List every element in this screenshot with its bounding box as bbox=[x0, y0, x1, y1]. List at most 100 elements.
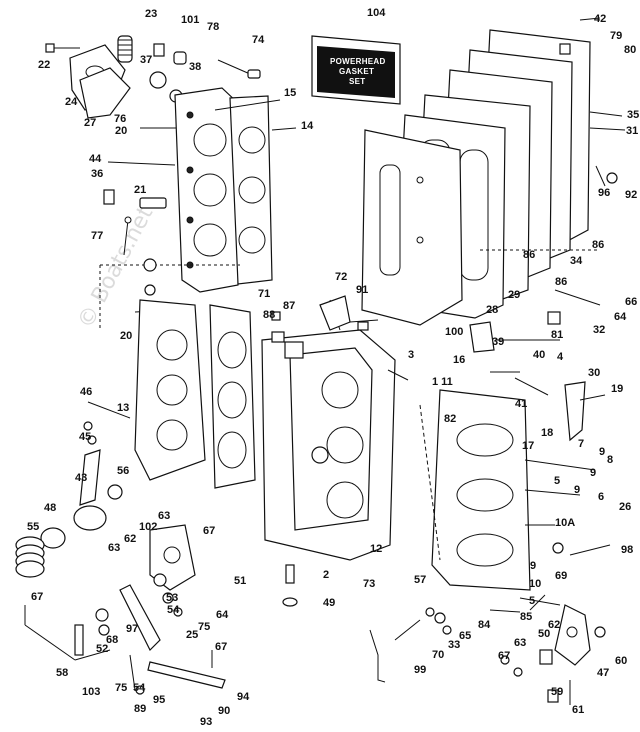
part-label-l9c: 9 bbox=[574, 484, 580, 496]
part-label-l62b: 62 bbox=[548, 619, 560, 631]
part-label-l5b: 5 bbox=[529, 595, 535, 607]
part-label-l26: 26 bbox=[619, 501, 631, 513]
part-label-l64b: 64 bbox=[216, 609, 229, 621]
part-label-l37: 37 bbox=[140, 54, 152, 66]
part-label-l11: 1 11 bbox=[432, 376, 453, 388]
part-label-l14: 14 bbox=[301, 120, 314, 132]
part-label-l40: 40 bbox=[533, 349, 545, 361]
part-label-l80: 80 bbox=[624, 44, 636, 56]
part-label-l63a: 63 bbox=[158, 510, 170, 522]
part-label-l67a: 67 bbox=[203, 525, 215, 537]
part-label-l54: 54 bbox=[167, 604, 180, 616]
part-label-l25: 25 bbox=[186, 629, 198, 641]
part-label-l97: 97 bbox=[126, 623, 138, 635]
part-label-l103: 103 bbox=[82, 686, 100, 698]
part-label-l27: 27 bbox=[84, 117, 96, 129]
crankcase-half bbox=[419, 289, 606, 591]
part-label-l63c: 63 bbox=[514, 637, 526, 649]
part-label-l62a: 62 bbox=[124, 533, 136, 545]
part-label-l38: 38 bbox=[189, 61, 201, 73]
part-label-l98: 98 bbox=[621, 544, 633, 556]
part-label-l58: 58 bbox=[56, 667, 68, 679]
part-label-l63b: 63 bbox=[108, 542, 120, 554]
part-label-l69: 69 bbox=[555, 570, 567, 582]
part-label-l100: 100 bbox=[445, 326, 463, 338]
part-label-l61: 61 bbox=[572, 704, 584, 716]
part-label-l72: 72 bbox=[335, 271, 347, 283]
part-label-l42: 42 bbox=[594, 13, 606, 25]
part-label-l104: 104 bbox=[367, 7, 386, 19]
part-label-l51: 51 bbox=[234, 575, 246, 587]
part-label-l39: 39 bbox=[492, 336, 504, 348]
gasket-set-line-2: GASKET bbox=[339, 67, 374, 76]
throttle-linkage bbox=[15, 449, 226, 695]
part-label-l9a: 9 bbox=[599, 446, 605, 458]
part-label-l6: 6 bbox=[598, 491, 604, 503]
part-label-l59: 59 bbox=[551, 686, 563, 698]
thermostat-cover-group bbox=[45, 35, 261, 129]
part-label-l4: 4 bbox=[557, 351, 564, 363]
part-label-l96: 96 bbox=[598, 187, 610, 199]
part-label-l2: 2 bbox=[323, 569, 329, 581]
part-label-l99: 99 bbox=[414, 664, 426, 676]
part-label-l30: 30 bbox=[588, 367, 600, 379]
part-label-l53: 53 bbox=[166, 592, 178, 604]
part-label-l65: 65 bbox=[459, 630, 471, 642]
part-label-l16: 16 bbox=[453, 354, 465, 366]
part-label-l13: 13 bbox=[117, 402, 129, 414]
part-label-l86a: 86 bbox=[592, 239, 604, 251]
part-label-l77: 77 bbox=[91, 230, 103, 242]
inner-exhaust-plate bbox=[83, 299, 256, 489]
part-label-l35: 35 bbox=[627, 109, 639, 121]
spring-coil bbox=[15, 536, 45, 578]
part-label-l21: 21 bbox=[134, 184, 146, 196]
part-label-l23: 23 bbox=[145, 8, 157, 20]
part-label-l48: 48 bbox=[44, 502, 56, 514]
part-label-l22: 22 bbox=[38, 59, 50, 71]
part-label-l10b: 10 bbox=[529, 578, 541, 590]
part-label-l56: 56 bbox=[117, 465, 129, 477]
part-label-l18: 18 bbox=[541, 427, 553, 439]
part-label-l88: 88 bbox=[263, 309, 275, 321]
part-label-l7: 7 bbox=[578, 438, 584, 450]
part-label-l10A: 10A bbox=[555, 517, 575, 529]
part-label-l74: 74 bbox=[252, 34, 265, 46]
part-label-l31: 31 bbox=[626, 125, 638, 137]
gasket-set-line-3: SET bbox=[349, 77, 365, 86]
part-label-l82: 82 bbox=[444, 413, 456, 425]
part-label-l76: 76 bbox=[114, 113, 126, 125]
part-label-l71: 71 bbox=[258, 288, 270, 300]
part-label-l67c: 67 bbox=[215, 641, 227, 653]
part-label-l67d: 67 bbox=[498, 650, 510, 662]
part-label-l68: 68 bbox=[106, 634, 118, 646]
part-label-l81: 81 bbox=[551, 329, 563, 341]
cylinder-head-assembly bbox=[99, 87, 297, 330]
part-label-l89: 89 bbox=[134, 703, 146, 715]
part-label-l9b: 9 bbox=[590, 467, 596, 479]
gasket-set-line-1: POWERHEAD bbox=[330, 57, 386, 66]
part-label-l91: 91 bbox=[356, 284, 368, 296]
part-label-l70: 70 bbox=[432, 649, 444, 661]
part-label-l29: 29 bbox=[508, 289, 520, 301]
part-label-l33: 33 bbox=[448, 639, 460, 651]
part-label-l28: 28 bbox=[486, 304, 498, 316]
part-label-l67b: 67 bbox=[31, 591, 43, 603]
part-label-l34: 34 bbox=[570, 255, 583, 267]
part-label-l73: 73 bbox=[363, 578, 375, 590]
part-label-l87: 87 bbox=[283, 300, 295, 312]
part-label-l36: 36 bbox=[91, 168, 103, 180]
part-label-l102: 102 bbox=[139, 521, 157, 533]
part-label-l64a: 64 bbox=[614, 311, 627, 323]
part-label-l3: 3 bbox=[408, 349, 414, 361]
part-label-l92: 92 bbox=[625, 189, 637, 201]
part-label-l20a: 20 bbox=[115, 125, 127, 137]
part-label-l20b: 20 bbox=[120, 330, 132, 342]
part-label-l43: 43 bbox=[75, 472, 87, 484]
part-label-l84: 84 bbox=[478, 619, 491, 631]
gasket-set-box: POWERHEAD GASKET SET bbox=[311, 35, 401, 105]
part-label-l86b: 86 bbox=[523, 249, 535, 261]
part-label-l90: 90 bbox=[218, 705, 230, 717]
part-label-l17: 17 bbox=[522, 440, 534, 452]
part-label-l32: 32 bbox=[593, 324, 605, 336]
